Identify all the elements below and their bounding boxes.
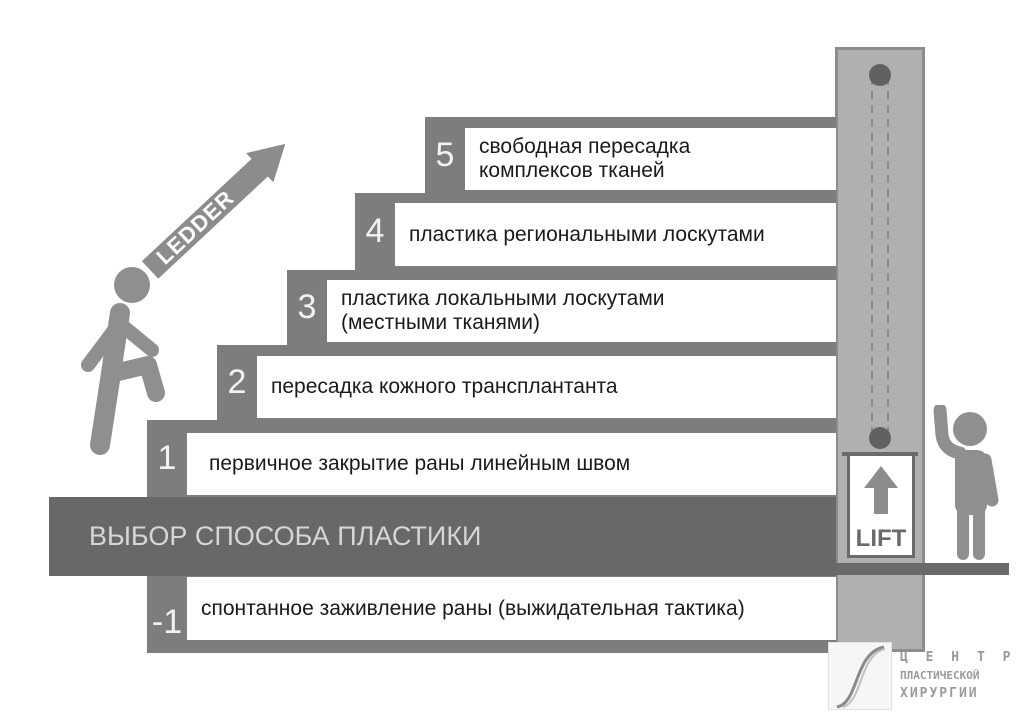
step-label-line2: (местными тканями) bbox=[341, 311, 540, 334]
lift-platform bbox=[835, 563, 1009, 575]
cabin-roof bbox=[842, 452, 918, 456]
lift-label: LIFT bbox=[855, 525, 907, 552]
step-number: -1 bbox=[151, 603, 183, 641]
step-label: пластика региональными лоскутами bbox=[395, 203, 836, 266]
step-number: 3 bbox=[297, 288, 317, 326]
step-minus-1: -1 спонтанное заживление раны (выжидател… bbox=[147, 576, 836, 653]
top-pulley-icon bbox=[869, 64, 891, 86]
person-waving-icon bbox=[933, 405, 999, 560]
logo-curve-icon bbox=[836, 645, 886, 709]
step-label: пластика локальными лоскутами (местными … bbox=[327, 280, 836, 342]
step-label-line1: свободная пересадка bbox=[479, 135, 691, 158]
logo-line2: ПЛАСТИЧЕСКОЙ bbox=[900, 669, 980, 682]
step-number: 5 bbox=[435, 135, 455, 174]
step-2: 2 пересадка кожного трансплантанта bbox=[217, 345, 836, 420]
step-label: спонтанное заживление раны (выжидательна… bbox=[187, 577, 836, 640]
step-5: 5 свободная пересадка комплексов тканей bbox=[425, 117, 836, 193]
step-label: пересадка кожного трансплантанта bbox=[257, 356, 836, 418]
arrow-up-right-icon bbox=[141, 143, 286, 279]
lift-cable bbox=[869, 64, 891, 449]
ladder-arrow: LEDDER bbox=[136, 119, 310, 285]
step-label-line1: пластика локальными лоскутами bbox=[341, 287, 665, 310]
logo-line1: Ц Е Н Т Р bbox=[900, 650, 1016, 665]
step-number: 4 bbox=[365, 212, 385, 250]
step-1: 1 первичное закрытие раны линейным швом bbox=[147, 420, 836, 497]
lift-cabin: LIFT bbox=[847, 453, 915, 558]
logo-mark bbox=[828, 642, 892, 710]
banner: ВЫБОР СПОСОБА ПЛАСТИКИ bbox=[49, 497, 836, 576]
person-climbing-icon bbox=[81, 267, 165, 455]
step-3: 3 пластика локальными лоскутами (местным… bbox=[287, 270, 836, 345]
logo-line3: ХИРУРГИИ bbox=[900, 686, 979, 701]
step-number: 2 bbox=[227, 363, 247, 401]
arrow-up-icon bbox=[864, 466, 898, 514]
step-label: свободная пересадка комплексов тканей bbox=[465, 128, 836, 190]
step-number: 1 bbox=[157, 439, 177, 477]
step-4: 4 пластика региональными лоскутами bbox=[355, 193, 836, 270]
step-label-line2: комплексов тканей bbox=[479, 159, 665, 182]
bottom-pulley-icon bbox=[869, 427, 891, 449]
step-label: первичное закрытие раны линейным швом bbox=[187, 433, 836, 495]
